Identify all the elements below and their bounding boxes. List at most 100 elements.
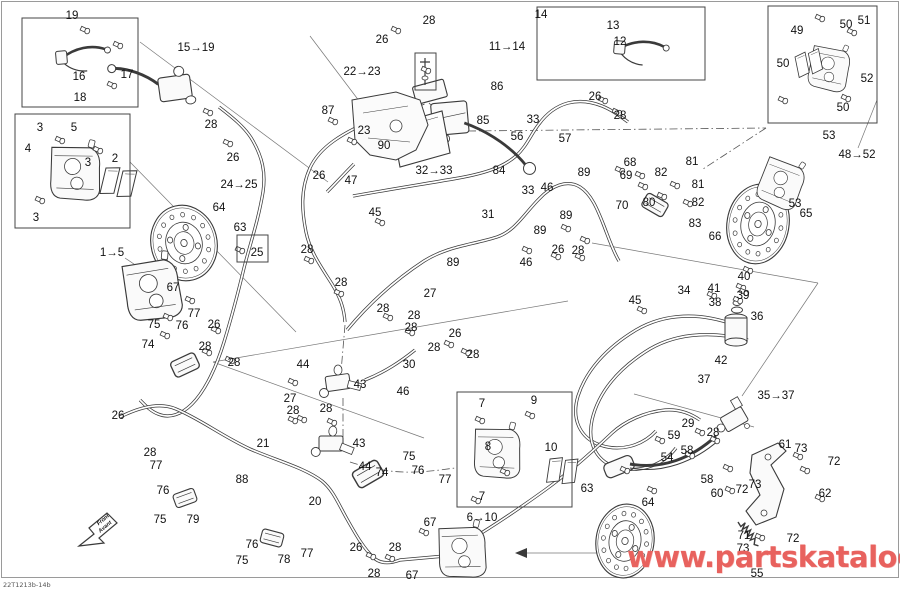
part-callout-68: 68: [624, 157, 637, 169]
fastener: [694, 427, 706, 437]
part-callout-28: 28: [368, 568, 381, 580]
part-callout-43: 43: [353, 438, 366, 450]
fastener: [669, 180, 681, 190]
part-callout-20: 20: [309, 496, 322, 508]
part-callout-47: 47: [345, 175, 358, 187]
part-callout-87: 87: [322, 105, 335, 117]
fastener: [742, 265, 754, 275]
part-callout-76: 76: [157, 485, 170, 497]
part-callout-78: 78: [278, 554, 291, 566]
part-callout-62: 62: [819, 488, 832, 500]
part-callout-27: 27: [424, 288, 437, 300]
fastener: [201, 347, 213, 357]
fastener: [333, 288, 345, 298]
fastener: [365, 551, 377, 561]
detail-box: [236, 234, 269, 263]
fastener: [524, 410, 536, 420]
detail-box: [414, 52, 437, 91]
part-callout-13: 13: [607, 20, 620, 32]
part-callout-35-37: 35→37: [757, 390, 794, 402]
fastener: [656, 191, 668, 201]
part-reservoir: [724, 300, 748, 347]
part-lever: [55, 45, 111, 72]
fastener: [327, 116, 339, 126]
fastener: [384, 553, 396, 563]
fastener: [418, 527, 430, 537]
fastener: [684, 450, 696, 460]
fastener: [303, 255, 315, 265]
part-callout-63: 63: [234, 222, 247, 234]
part-pedal: [603, 434, 720, 479]
part-callout-28: 28: [614, 110, 627, 122]
fastener: [706, 290, 718, 300]
part-callout-29: 29: [682, 418, 695, 430]
fastener: [159, 330, 171, 340]
part-callout-57: 57: [559, 133, 572, 145]
fastener: [222, 138, 234, 148]
part-callout-76: 76: [412, 465, 425, 477]
part-callout-72: 72: [736, 484, 749, 496]
fastener: [390, 25, 402, 35]
part-callout-75: 75: [154, 514, 167, 526]
part-callout-28: 28: [205, 119, 218, 131]
part-callout-7: 7: [479, 398, 485, 410]
fastener: [54, 135, 66, 145]
part-callout-53: 53: [789, 198, 802, 210]
fastener: [326, 417, 338, 427]
part-block: [170, 352, 200, 378]
part-callout-40: 40: [738, 271, 751, 283]
part-callout-45: 45: [369, 207, 382, 219]
part-callout-11-14: 11→14: [489, 41, 526, 53]
fastener: [550, 251, 562, 261]
part-callout-89: 89: [534, 225, 547, 237]
part-callout-64: 64: [213, 202, 226, 214]
part-callout-66: 66: [709, 231, 722, 243]
part-callout-53: 53: [823, 130, 836, 142]
part-callout-7: 7: [479, 491, 485, 503]
part-callout-43: 43: [354, 379, 367, 391]
fastener: [92, 145, 104, 155]
part-spring: [737, 521, 759, 547]
fastener: [560, 223, 572, 233]
fastener: [619, 465, 631, 475]
part-callout-77: 77: [188, 308, 201, 320]
part-callout-67: 67: [167, 282, 180, 294]
part-manifold: [716, 396, 750, 433]
fastener: [382, 312, 394, 322]
part-callout-72: 72: [828, 456, 841, 468]
part-callout-83: 83: [689, 218, 702, 230]
part-callout-28: 28: [408, 310, 421, 322]
part-callout-27: 27: [284, 393, 297, 405]
part-callout-58: 58: [701, 474, 714, 486]
part-caliper: [50, 139, 101, 201]
part-callout-63: 63: [581, 483, 594, 495]
part-callout-81: 81: [692, 179, 705, 191]
part-callout-26: 26: [227, 152, 240, 164]
part-pads: [99, 167, 138, 197]
part-callout-17: 17: [121, 69, 134, 81]
part-callout-86: 86: [491, 81, 504, 93]
part-callout-26: 26: [313, 170, 326, 182]
part-callout-54: 54: [661, 452, 674, 464]
fastener: [799, 465, 811, 475]
part-callout-15-19: 15→19: [177, 42, 214, 54]
part-callout-52: 52: [861, 73, 874, 85]
part-callout-89: 89: [578, 167, 591, 179]
part-callout-32-33: 32→33: [415, 165, 452, 177]
fastener: [637, 181, 649, 191]
part-block: [172, 487, 198, 509]
part-callout-60: 60: [711, 488, 724, 500]
part-block: [259, 528, 285, 548]
part-callout-24-25: 24→25: [220, 179, 257, 191]
part-callout-73: 73: [749, 479, 762, 491]
part-callout-76: 76: [246, 539, 259, 551]
part-callout-28: 28: [405, 322, 418, 334]
part-callout-28: 28: [287, 405, 300, 417]
part-callout-90: 90: [378, 140, 391, 152]
fastener: [777, 95, 789, 105]
part-callout-59: 59: [668, 430, 681, 442]
part-callout-28: 28: [377, 303, 390, 315]
part-callout-41: 41: [708, 283, 721, 295]
fastener: [499, 467, 511, 477]
part-callout-10: 10: [545, 442, 558, 454]
